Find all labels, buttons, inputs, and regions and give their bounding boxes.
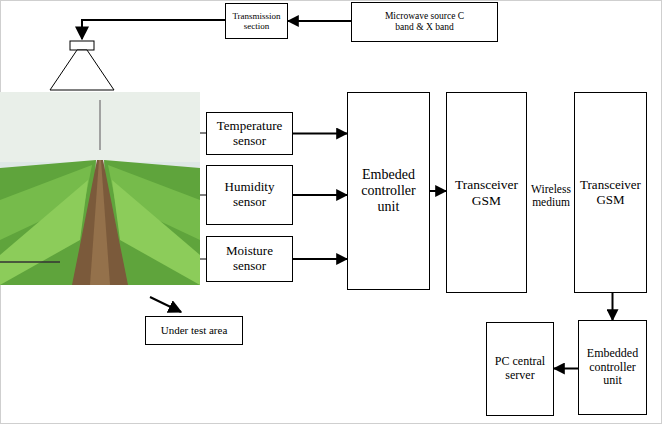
- box-text: Under test area: [161, 324, 228, 337]
- server-box: PC central server: [486, 322, 554, 416]
- box-text: Transceiver GSM: [578, 178, 643, 208]
- box-text: Transceiver GSM: [450, 177, 523, 208]
- greenhouse-photo: [0, 92, 200, 285]
- sensor-box: Moisture sensor: [206, 236, 293, 282]
- flow-arrow: [293, 194, 347, 196]
- box-text: Humidity sensor: [210, 180, 289, 210]
- box-text: Embedded controller unit: [582, 347, 643, 388]
- flow-arrow: [554, 368, 578, 370]
- transmission-box: Transmission section: [225, 3, 288, 39]
- sensor-box: Humidity sensor: [206, 165, 293, 225]
- transceiver-box: Transceiver GSM: [574, 92, 647, 293]
- medium-label: Wireless medium: [529, 183, 573, 209]
- box-text: Microwave source C band & X band: [384, 11, 466, 33]
- flow-arrow: [293, 133, 347, 135]
- flow-arrow: [288, 20, 351, 22]
- flow-arrow: [430, 190, 446, 192]
- flow-arrow: [293, 258, 347, 260]
- transceiver-box: Transceiver GSM: [446, 92, 527, 293]
- box-text: Moisture sensor: [210, 244, 289, 274]
- controller-box: Embedded controller unit: [578, 320, 647, 415]
- flow-arrow: [612, 293, 614, 320]
- sensor-box: Temperature sensor: [206, 112, 293, 155]
- source-box: Microwave source C band & X band: [351, 2, 498, 42]
- feed-line: [82, 20, 225, 39]
- box-text: Transmission section: [229, 11, 284, 32]
- area-box: Under test area: [145, 316, 243, 345]
- box-text: PC central server: [490, 355, 550, 383]
- box-text: Temperature sensor: [210, 119, 289, 149]
- pointer-arrow: [150, 297, 181, 312]
- box-text: Embeded controller unit: [351, 167, 426, 215]
- controller-box: Embeded controller unit: [347, 92, 430, 290]
- horn-antenna: [50, 41, 114, 90]
